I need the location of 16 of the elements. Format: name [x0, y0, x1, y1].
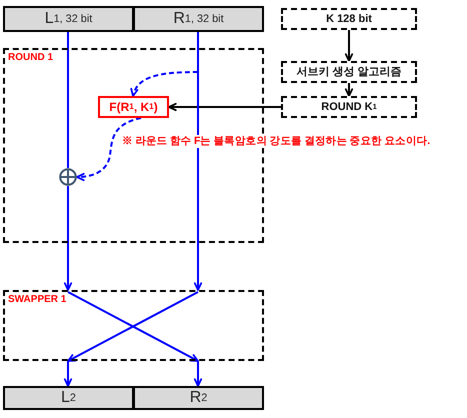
arrow	[194, 32, 202, 291]
arrow	[344, 83, 354, 97]
arrow	[194, 361, 202, 387]
process-box: 서브키 생성 알고리즘	[281, 61, 417, 83]
dashed-frame	[3, 290, 264, 361]
frame-title: SWAPPER 1	[8, 295, 66, 305]
frame-title: ROUND 1	[8, 53, 54, 63]
note-text: ※ 라운드 함수 F는 블록암호의 강도를 결정하는 중요한 요소이다.	[121, 135, 431, 148]
arrow	[64, 186, 72, 291]
arrow	[64, 361, 72, 387]
xor-symbol	[59, 168, 77, 186]
arrow	[168, 102, 281, 112]
arrow	[76, 117, 142, 181]
process-box: K 128 bit	[281, 8, 417, 30]
connector-line	[67, 32, 69, 168]
arrow	[344, 30, 354, 62]
